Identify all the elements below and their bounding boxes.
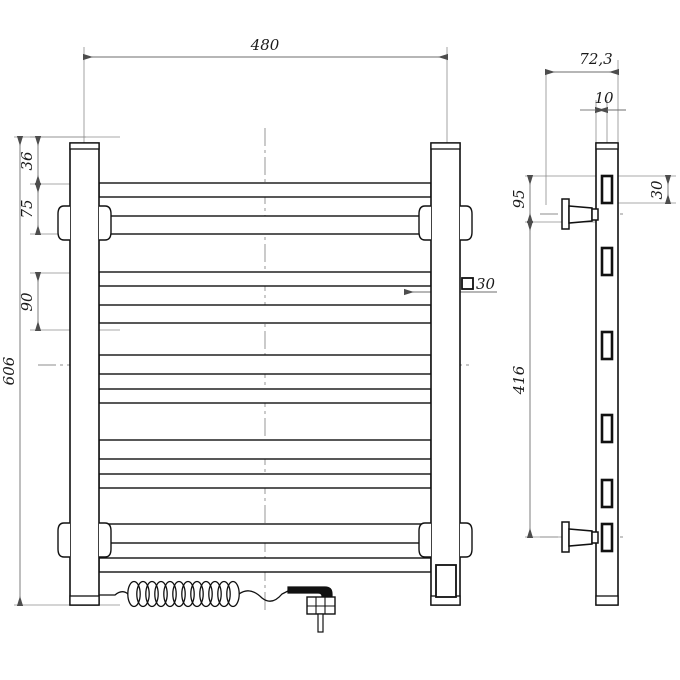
dim-overall-height: 606 — [0, 356, 18, 385]
extension-lines — [14, 47, 676, 606]
left-rail — [57, 142, 112, 606]
dim-top-offset: 36 — [18, 151, 36, 171]
coiled-power-cord — [99, 580, 289, 608]
dim-rail-thickness: 10 — [594, 89, 614, 107]
right-rail — [418, 142, 473, 606]
dim-slot-height: 30 — [648, 180, 666, 200]
dim-tube-section: 30 — [476, 275, 496, 293]
front-view — [57, 142, 473, 633]
lower-wall-bracket — [561, 521, 599, 553]
dim-overall-width: 480 — [250, 36, 280, 54]
upper-wall-bracket — [561, 198, 599, 230]
side-view — [561, 142, 619, 606]
angled-power-plug — [287, 586, 336, 633]
dim-spacing-90: 90 — [18, 292, 36, 312]
side-slots — [600, 174, 614, 553]
control-box — [435, 564, 457, 598]
dimension-lines — [16, 53, 672, 606]
dim-side-depth: 72,3 — [579, 50, 612, 68]
dim-bracket-span: 416 — [510, 365, 528, 395]
square-symbol-icon — [461, 277, 474, 290]
dim-bracket-top: 95 — [510, 189, 528, 208]
dim-tube-section-group: 30 — [461, 275, 496, 293]
dim-spacing-75: 75 — [18, 199, 36, 218]
